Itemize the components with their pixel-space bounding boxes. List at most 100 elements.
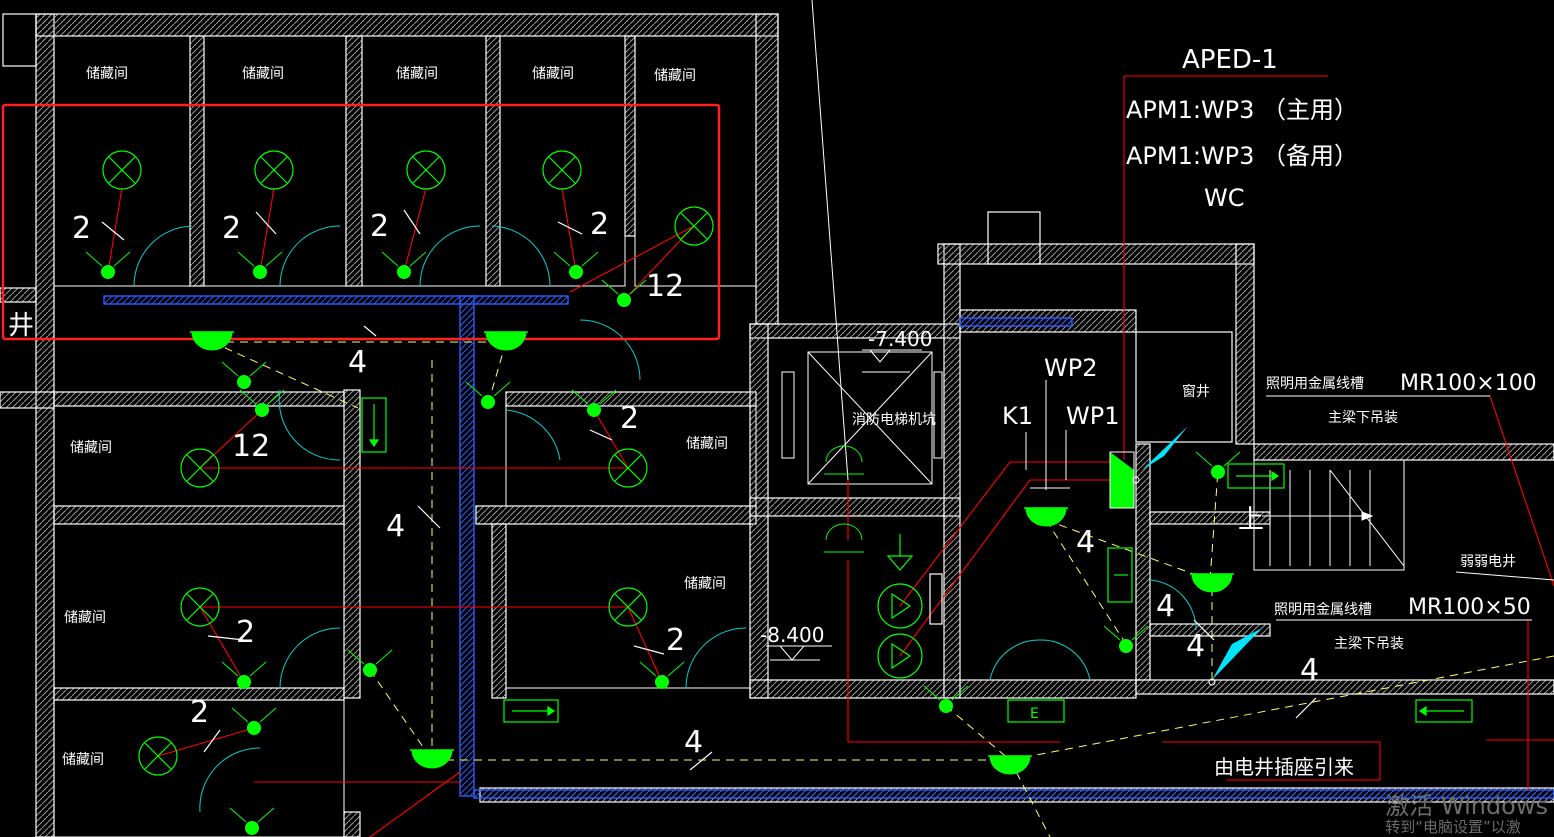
svg-text:4: 4 [1186,629,1205,664]
wall-switches [85,251,1241,835]
dome-lamp-icon [988,755,1032,775]
switch-icon [363,663,377,677]
circuit-backup: APM1:WP3 （备用） [1126,142,1358,170]
elevation-markers [766,349,922,661]
ceiling-lamp-icon [406,150,446,190]
storage-room-label: 储藏间 [70,440,112,456]
storage-room-label: 储藏间 [396,66,438,82]
storage-room-label: 储藏间 [62,752,104,768]
walls [0,13,1554,837]
svg-text:2: 2 [222,211,241,246]
ceiling-lamp-icon [608,587,648,627]
window-well-label: 窗井 [1182,383,1210,400]
door-swings [133,225,1197,813]
wire-ticks [101,209,1317,771]
dome-lamp-icon [1190,573,1234,593]
tray-label-2: 照明用金属线槽 [1274,602,1372,618]
switch-icon [237,675,251,689]
emergency-lamps [190,331,1234,775]
elevation-upper: -7.400 [868,327,932,351]
wp1-label: WP1 [1066,402,1119,430]
switch-icon [655,675,669,689]
selection-highlight[interactable] [1,103,721,341]
elevator-pit-label: 消防电梯机坑 [852,412,936,428]
circuit-wc: WC [1204,184,1245,212]
from-shaft-label: 由电井插座引来 [1214,755,1354,779]
exit-e-label: E [1030,706,1039,722]
ceiling-lamp-icon [254,150,294,190]
ceiling-lamp-icon [542,150,582,190]
svg-text:2: 2 [620,401,639,436]
switch-icon [255,403,269,417]
svg-text:2: 2 [190,695,209,730]
storage-room-label: 储藏间 [242,66,284,82]
tray-size-2: MR100×50 [1408,595,1531,620]
switch-icon [245,821,259,835]
room-labels: 储藏间 储藏间 储藏间 储藏间 储藏间 储藏间 储藏间 储藏间 储藏间 储藏间 … [62,66,1516,768]
switch-icon [1119,639,1133,653]
svg-text:2: 2 [590,207,609,242]
svg-text:4: 4 [1156,589,1175,624]
exhaust-fans [877,534,943,679]
stair [1262,469,1405,567]
svg-text:4: 4 [1300,653,1319,688]
storage-room-label: 储藏间 [686,436,728,452]
circuit-main: APM1:WP3 （主用） [1126,96,1358,124]
switch-icon [237,375,251,389]
weak-shaft-label: 弱弱电井 [1460,554,1516,570]
dome-lamp-icon [484,331,528,351]
switch-icon [397,265,411,279]
svg-text:4: 4 [1076,525,1095,560]
svg-text:4: 4 [386,509,405,544]
tray-size-1: MR100×100 [1400,371,1537,396]
svg-text:2: 2 [370,209,389,244]
watermark-line2: 转到“电脑设置”以激 [1385,818,1521,836]
wire-counts: 2 2 2 2 12 12 2 2 2 2 4 4 4 4 4 4 4 [72,207,1319,760]
svg-text:2: 2 [666,623,685,658]
ceiling-lamp-icon [102,150,142,190]
storage-room-label: 储藏间 [532,66,574,82]
storage-room-label: 储藏间 [654,68,696,84]
dome-lamp-icon [824,445,864,475]
switch-icon [481,395,495,409]
svg-text:12: 12 [232,429,270,464]
svg-text:4: 4 [684,725,703,760]
switch-icon [253,265,267,279]
switch-icon [587,403,601,417]
svg-text:4: 4 [348,345,367,380]
storage-room-label: 储藏间 [64,610,106,626]
red-wiring [107,75,1554,837]
ceiling-lamp-icon [180,587,220,627]
leaders [1025,380,1554,621]
exit-signs [361,397,1473,723]
storage-room-label: 储藏间 [684,576,726,592]
k1-label: K1 [1002,402,1033,430]
annotations: 井 APED-1 APM1:WP3 （主用） APM1:WP3 （备用） WC … [8,45,1537,779]
svg-text:2: 2 [236,615,255,650]
elevation-lower: -8.400 [760,623,824,647]
stair-up-label: 上 [1238,505,1264,535]
dome-lamp-icon [190,331,234,351]
switch-icon [939,699,953,713]
switch-icon [1211,465,1225,479]
tray-label-1: 照明用金属线槽 [1266,376,1364,392]
elevator-pit [781,351,943,485]
dome-lamp-icon [824,523,864,553]
svg-text:2: 2 [72,211,91,246]
panel-name: APED-1 [1182,45,1278,75]
dashed-wiring [211,341,1554,837]
ceiling-lamp-icon [180,448,220,488]
wp2-label: WP2 [1044,354,1097,382]
under-beam-label-2: 主梁下吊装 [1334,636,1404,652]
ceiling-lamp-icon [674,206,714,246]
switch-icon [569,265,583,279]
dome-lamp-icon [1024,507,1068,527]
cable-tray [103,295,1554,799]
shaft-label: 井 [8,311,34,341]
dome-lamp-icon [410,749,454,769]
switch-icon [247,721,261,735]
switch-icon [617,293,631,307]
storage-room-label: 储藏间 [86,66,128,82]
ceiling-lamp-icon [138,736,178,776]
